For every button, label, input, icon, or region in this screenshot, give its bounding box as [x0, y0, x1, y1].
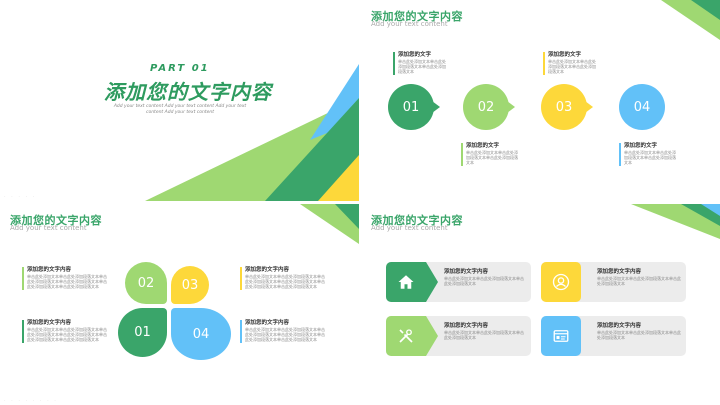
leaf-label: 添加您的文字内容: [245, 320, 290, 326]
leaf-text-04: 添加您的文字内容 单击此处添加文本单击此处添加段落文本单击此处添加段落文本单击此…: [240, 320, 325, 343]
step-circle-03[interactable]: 03: [541, 84, 593, 130]
slide-title: 添加您的文字内容: [371, 214, 463, 227]
leaf-body: 单击此处添加文本单击此处添加段落文本单击此处添加段落文本单击此处添加段落文本单击…: [27, 327, 107, 343]
accent-bar: [22, 267, 24, 290]
card-user[interactable]: 添加您的文字内容 单击此处添加文本单击此处添加段落文本单击此处添加段落文本: [541, 262, 686, 302]
petal-01[interactable]: 01: [118, 308, 167, 357]
step-label: 添加您的文字: [548, 52, 582, 58]
step-label: 添加您的文字: [466, 143, 500, 149]
corner-decoration: [661, 0, 720, 40]
corner-decoration: [300, 204, 359, 244]
petal-number: 02: [137, 275, 155, 291]
cover-subtitle: Add your text content Add your text cont…: [113, 104, 247, 115]
leaf-body: 单击此处添加文本单击此处添加段落文本单击此处添加段落文本单击此处添加段落文本单击…: [27, 274, 107, 290]
accent-bar: [461, 143, 463, 166]
corner-decoration: [631, 204, 720, 239]
step-text-03: 添加您的文字 单击此处添加文本单击此处添加段落文本单击此处添加段落文本: [543, 52, 598, 75]
step-number: 03: [555, 99, 573, 115]
id-card-icon: [541, 316, 581, 356]
slide-subtitle: Add your text content: [371, 224, 448, 232]
petal-number: 04: [192, 326, 210, 342]
card-text: 添加您的文字内容 单击此处添加文本单击此处添加段落文本单击此处添加段落文本: [444, 323, 526, 340]
petal-03[interactable]: 03: [171, 266, 209, 304]
step-text-04: 添加您的文字 单击此处添加文本单击此处添加段落文本单击此处添加段落文本: [619, 143, 676, 166]
card-label: 添加您的文字内容: [444, 269, 489, 275]
step-circle-01[interactable]: 01: [388, 84, 440, 130]
petal-04[interactable]: 04: [171, 308, 231, 360]
leaf-label: 添加您的文字内容: [27, 267, 72, 273]
step-body: 单击此处添加文本单击此处添加段落文本单击此处添加段落文本: [624, 150, 676, 166]
accent-bar: [543, 52, 545, 75]
cover-title: 添加您的文字内容: [104, 80, 272, 104]
card-body: 单击此处添加文本单击此处添加段落文本单击此处添加段落文本: [444, 276, 524, 287]
step-body: 单击此处添加文本单击此处添加段落文本单击此处添加段落文本: [548, 59, 596, 75]
leaf-label: 添加您的文字内容: [245, 267, 290, 273]
slide-subtitle: Add your text content: [371, 20, 448, 28]
step-circle-04[interactable]: 04: [619, 84, 665, 130]
dots-decoration: · · · · · · · ·: [4, 398, 58, 404]
slide-title: 添加您的文字内容: [371, 10, 463, 23]
leaf-text-02: 添加您的文字内容 单击此处添加文本单击此处添加段落文本单击此处添加段落文本单击此…: [22, 267, 107, 290]
step-body: 单击此处添加文本单击此处添加段落文本单击此处添加段落文本: [466, 150, 518, 166]
slide-title: 添加您的文字内容: [10, 214, 102, 227]
petal-number: 01: [134, 325, 151, 340]
petal-02[interactable]: 02: [125, 262, 167, 304]
step-number: 04: [633, 99, 651, 115]
slide-subtitle: Add your text content: [10, 224, 87, 232]
chevron-shape: [426, 316, 438, 356]
arrow-icon: [432, 101, 440, 113]
leaf-text-03: 添加您的文字内容 单击此处添加文本单击此处添加段落文本单击此处添加段落文本单击此…: [240, 267, 325, 290]
leaf-text-01: 添加您的文字内容 单击此处添加文本单击此处添加段落文本单击此处添加段落文本单击此…: [22, 320, 107, 343]
accent-bar: [22, 320, 24, 343]
leaf-body: 单击此处添加文本单击此处添加段落文本单击此处添加段落文本单击此处添加段落文本单击…: [245, 327, 325, 343]
card-home[interactable]: 添加您的文字内容 单击此处添加文本单击此处添加段落文本单击此处添加段落文本: [386, 262, 531, 302]
card-text: 添加您的文字内容 单击此处添加文本单击此处添加段落文本单击此处添加段落文本: [444, 269, 526, 286]
card-text: 添加您的文字内容 单击此处添加文本单击此处添加段落文本单击此处添加段落文本: [597, 269, 681, 286]
tools-icon: [386, 316, 426, 356]
card-body: 单击此处添加文本单击此处添加段落文本单击此处添加段落文本: [597, 330, 681, 341]
leaf-body: 单击此处添加文本单击此处添加段落文本单击此处添加段落文本单击此处添加段落文本单击…: [245, 274, 325, 290]
slide-icon-cards[interactable]: 添加您的文字内容 Add your text content 添加您的文字内容 …: [361, 204, 720, 405]
accent-bar: [619, 143, 621, 166]
step-circle-02[interactable]: 02: [463, 84, 515, 130]
slide-cover[interactable]: PART 01 添加您的文字内容 Add your text content A…: [0, 0, 359, 201]
step-number: 02: [477, 99, 495, 115]
card-text: 添加您的文字内容 单击此处添加文本单击此处添加段落文本单击此处添加段落文本: [597, 323, 681, 340]
arrow-icon: [507, 101, 515, 113]
user-icon: [541, 262, 581, 302]
accent-bar: [240, 267, 242, 290]
slide-process[interactable]: 添加您的文字内容 Add your text content 添加您的文字 单击…: [361, 0, 720, 201]
step-label: 添加您的文字: [398, 52, 432, 58]
card-label: 添加您的文字内容: [597, 269, 642, 275]
cover-decoration: [145, 64, 359, 201]
step-body: 单击此处添加文本单击此处添加段落文本单击此处添加段落文本: [398, 59, 446, 75]
card-id[interactable]: 添加您的文字内容 单击此处添加文本单击此处添加段落文本单击此处添加段落文本: [541, 316, 686, 356]
step-number: 01: [402, 99, 420, 115]
home-icon: [386, 262, 426, 302]
card-body: 单击此处添加文本单击此处添加段落文本单击此处添加段落文本: [444, 330, 524, 341]
step-text-02: 添加您的文字 单击此处添加文本单击此处添加段落文本单击此处添加段落文本: [461, 143, 518, 166]
part-label: PART 01: [150, 63, 210, 74]
step-text-01: 添加您的文字 单击此处添加文本单击此处添加段落文本单击此处添加段落文本: [393, 52, 448, 75]
card-label: 添加您的文字内容: [597, 323, 642, 329]
card-tools[interactable]: 添加您的文字内容 单击此处添加文本单击此处添加段落文本单击此处添加段落文本: [386, 316, 531, 356]
dots-decoration: · · · · ·: [4, 194, 37, 200]
step-label: 添加您的文字: [624, 143, 658, 149]
petal-number: 03: [181, 277, 199, 293]
leaf-label: 添加您的文字内容: [27, 320, 72, 326]
accent-bar: [393, 52, 395, 75]
chevron-shape: [426, 262, 438, 302]
card-body: 单击此处添加文本单击此处添加段落文本单击此处添加段落文本: [597, 276, 681, 287]
slide-four-leaf[interactable]: 添加您的文字内容 Add your text content 添加您的文字内容 …: [0, 204, 359, 405]
arrow-icon: [585, 101, 593, 113]
card-label: 添加您的文字内容: [444, 323, 489, 329]
accent-bar: [240, 320, 242, 343]
